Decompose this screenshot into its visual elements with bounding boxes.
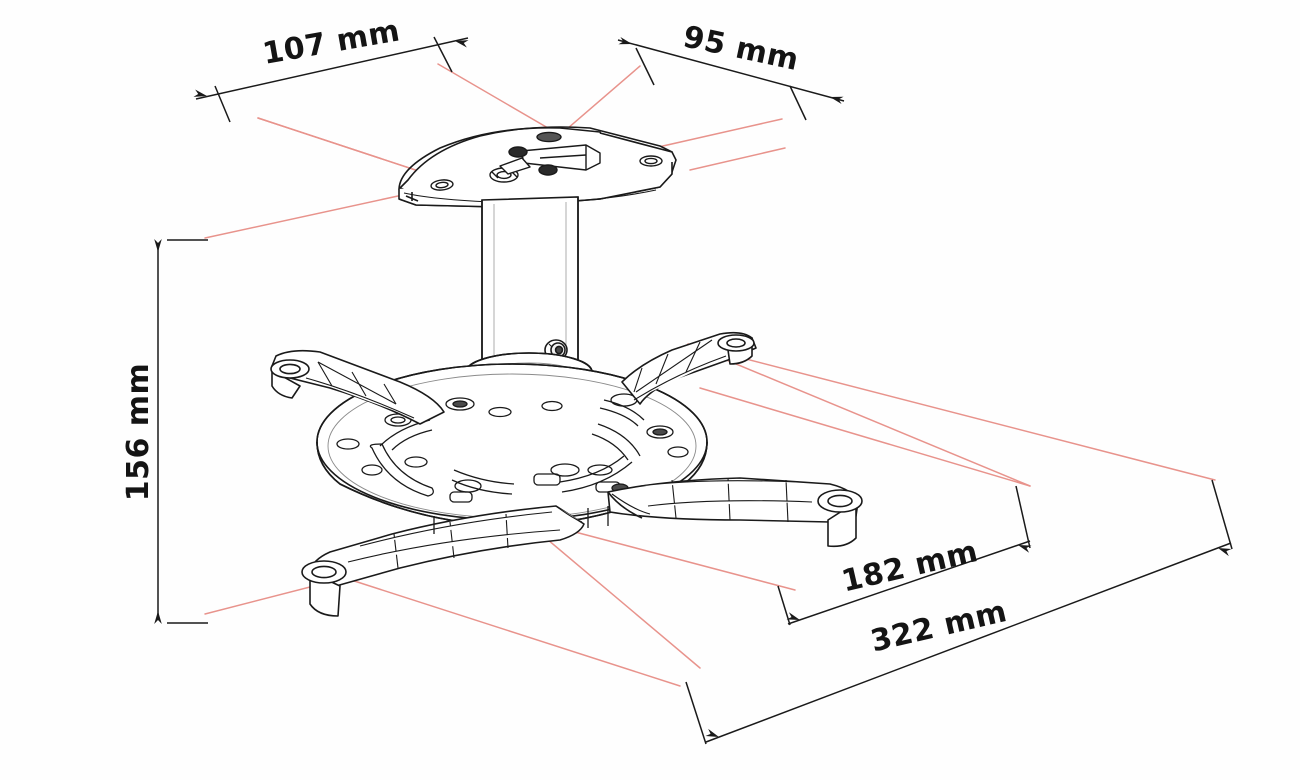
dimension-label-95: 95 mm: [680, 19, 802, 78]
arm-front-right: [607, 477, 863, 548]
arm-front-left: [301, 505, 585, 617]
plate-tilt-bracket: [489, 144, 601, 183]
dimension-95: 95 mm: [617, 19, 845, 121]
drop-pole: [481, 196, 579, 383]
disc-under-posts: [433, 506, 609, 534]
spider-disc-slots: [336, 393, 689, 503]
arm-rear-right: [621, 331, 757, 405]
dimension-label-156: 156 mm: [121, 363, 156, 502]
plate-mounting-holes: [430, 131, 663, 191]
dimension-label-322: 322 mm: [867, 594, 1010, 659]
dimension-156: 156 mm: [121, 239, 208, 624]
dimension-107: 107 mm: [193, 13, 469, 123]
dimension-label-107: 107 mm: [260, 13, 403, 72]
ceiling-plate: [398, 126, 677, 208]
dimension-label-182: 182 mm: [838, 534, 981, 599]
arm-rear-left: [270, 349, 445, 425]
